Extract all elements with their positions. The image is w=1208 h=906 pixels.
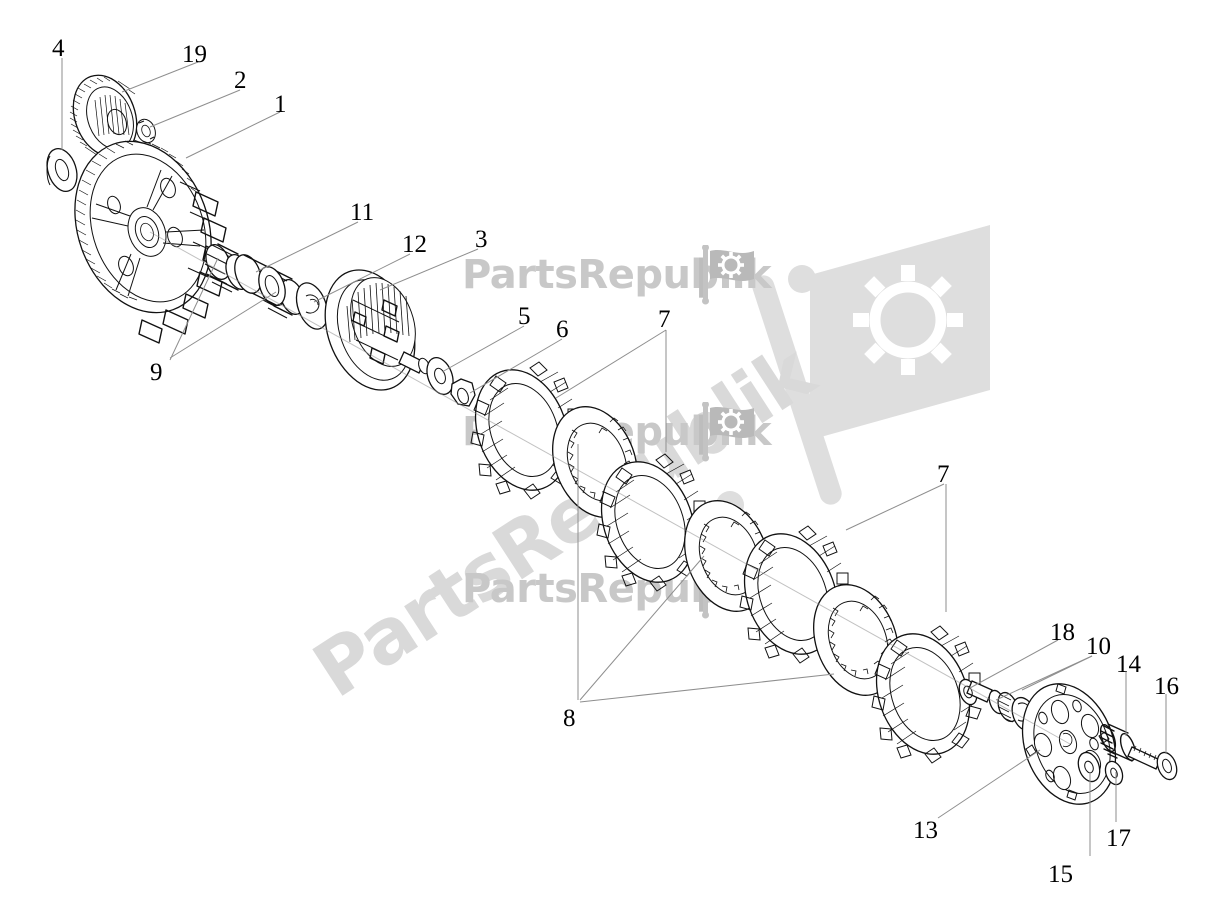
callout-5[interactable]: 5 [518, 303, 531, 330]
part-7-friction-plate [871, 625, 982, 764]
callout-7-upper[interactable]: 7 [658, 306, 671, 333]
callout-17[interactable]: 17 [1106, 825, 1131, 852]
part-17-spring-seat [1104, 760, 1124, 786]
part-1-clutch-housing-basket [74, 139, 229, 344]
assembly-axis [149, 231, 1071, 745]
callout-1[interactable]: 1 [274, 91, 287, 118]
callout-7-lower[interactable]: 7 [937, 461, 950, 488]
callout-9[interactable]: 9 [150, 359, 163, 386]
part-14-clutch-spring [1099, 723, 1137, 762]
callout-12[interactable]: 12 [402, 231, 427, 258]
callout-8[interactable]: 8 [563, 705, 576, 732]
part-7-friction-plate [596, 453, 707, 592]
callout-13[interactable]: 13 [913, 817, 938, 844]
callout-2[interactable]: 2 [234, 67, 247, 94]
callout-3[interactable]: 3 [475, 226, 488, 253]
part-15-spring-cap-washer [1077, 751, 1101, 783]
part-7-friction-plate [470, 361, 581, 500]
part-3-clutch-hub [324, 269, 430, 391]
leader-lines [61, 58, 1167, 856]
callout-6[interactable]: 6 [556, 316, 569, 343]
part-5-retaining-washer [426, 357, 454, 395]
callout-11[interactable]: 11 [350, 199, 375, 226]
callout-16[interactable]: 16 [1154, 673, 1179, 700]
callout-10[interactable]: 10 [1086, 633, 1111, 660]
callout-18[interactable]: 18 [1050, 619, 1075, 646]
callout-15[interactable]: 15 [1048, 861, 1073, 888]
callout-4[interactable]: 4 [52, 35, 65, 62]
part-2-spacer-bush [136, 118, 156, 144]
callout-14[interactable]: 14 [1116, 651, 1141, 678]
part-6-hex-nut [450, 378, 476, 407]
callout-19[interactable]: 19 [182, 41, 207, 68]
part-16-clutch-spring-screw [1127, 745, 1178, 781]
part-4-thrust-washer [46, 147, 78, 193]
